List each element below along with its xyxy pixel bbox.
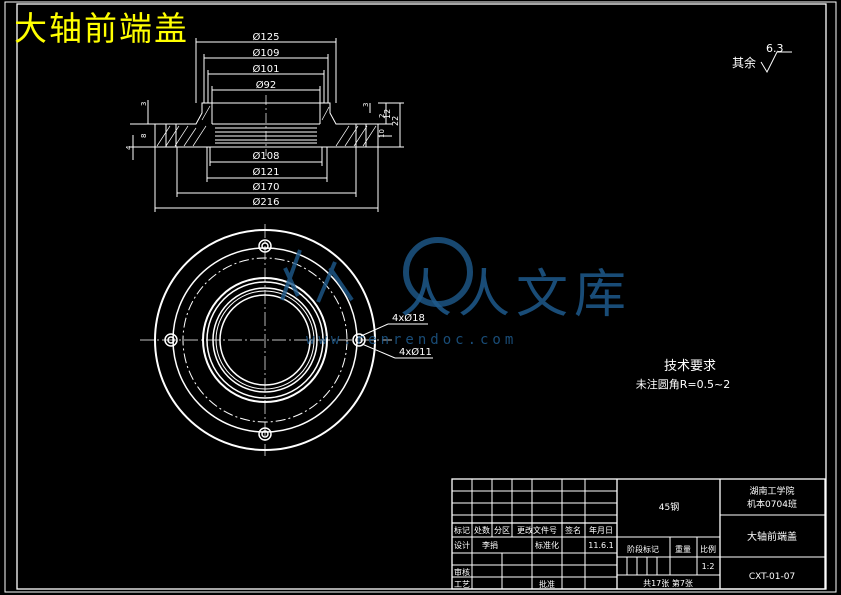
hdr-mark: 标记 xyxy=(454,525,470,535)
dim-top-3: Ø101 xyxy=(253,63,280,75)
designer: 李捐 xyxy=(482,540,498,550)
tech-req-heading: 技术要求 xyxy=(664,359,716,374)
hdr-zone: 分区 xyxy=(494,526,510,535)
dim-side-1: 3 xyxy=(362,103,370,107)
scale-value: 1:2 xyxy=(702,562,715,571)
dim-bottom-2: Ø121 xyxy=(253,166,280,178)
dim-top-2: Ø109 xyxy=(253,47,280,59)
dim-bottom-4: Ø216 xyxy=(253,196,280,208)
watermark-url: www.renrendoc.com xyxy=(306,332,518,348)
dim-bottom-3: Ø170 xyxy=(253,181,280,193)
dim-side-3: 22 xyxy=(391,116,400,126)
section-view xyxy=(130,38,404,212)
stage-label: 阶段标记 xyxy=(627,544,659,554)
class-name: 机本0704班 xyxy=(747,498,797,510)
callout-large-holes: 4xØ18 xyxy=(392,312,425,324)
design-label: 设计 xyxy=(454,540,470,550)
outer-border xyxy=(4,1,837,593)
dim-side-6: 3 xyxy=(140,102,148,106)
approve-label: 批准 xyxy=(539,579,555,589)
tech-req-line: 未注圆角R=0.5~2 xyxy=(636,377,731,391)
dim-side-5: 10 xyxy=(378,129,386,138)
part-name: 大轴前端盖 xyxy=(747,530,797,543)
scale-label: 比例 xyxy=(700,544,716,554)
dim-side-8: 8 xyxy=(140,134,148,138)
hdr-change-doc: 更改文件号 xyxy=(517,525,557,535)
surface-finish-value: 6.3 xyxy=(766,42,784,55)
hdr-date: 年月日 xyxy=(589,525,613,535)
dim-top-1: Ø125 xyxy=(253,31,280,43)
title-block xyxy=(451,478,826,590)
hole-callouts: 4xØ18 4xØ11 xyxy=(392,312,432,358)
dim-side-2: 2 xyxy=(378,114,386,118)
inner-border xyxy=(16,3,827,590)
dim-bottom-1: Ø108 xyxy=(253,150,280,162)
plan-view xyxy=(140,224,433,456)
weight-label: 重量 xyxy=(675,544,691,554)
dim-side-7: 4 xyxy=(125,145,133,150)
drawing-title: 大轴前端盖 xyxy=(14,9,189,48)
dim-side-4: 12 xyxy=(383,109,392,119)
surface-finish-prefix: 其余 xyxy=(732,55,756,70)
material: 45钢 xyxy=(659,501,679,513)
title-block-text: 45钢 湖南工学院 机本0704班 大轴前端盖 CXT-01-07 标记 处数 … xyxy=(454,485,797,589)
drawing-number: CXT-01-07 xyxy=(749,572,795,582)
bolt-hole xyxy=(164,239,366,441)
watermark-text: 人人文库 xyxy=(400,265,633,325)
date-value: 11.6.1 xyxy=(588,541,613,550)
dim-top-4: Ø92 xyxy=(256,79,277,91)
hdr-sign: 签名 xyxy=(565,525,581,535)
process-label: 工艺 xyxy=(454,580,470,589)
callout-small-holes: 4xØ11 xyxy=(399,346,432,358)
review-label: 审核 xyxy=(454,567,470,577)
section-dims: Ø125 Ø109 Ø101 Ø92 Ø108 Ø121 Ø170 Ø216 3… xyxy=(125,31,400,208)
sheet-count: 共17张 第7张 xyxy=(643,578,693,588)
watermark-logo-icon xyxy=(280,237,473,307)
surface-finish-symbol xyxy=(760,51,792,74)
standardization-label: 标准化 xyxy=(535,540,559,550)
school-name: 湖南工学院 xyxy=(749,485,794,497)
hdr-count: 处数 xyxy=(474,525,490,535)
